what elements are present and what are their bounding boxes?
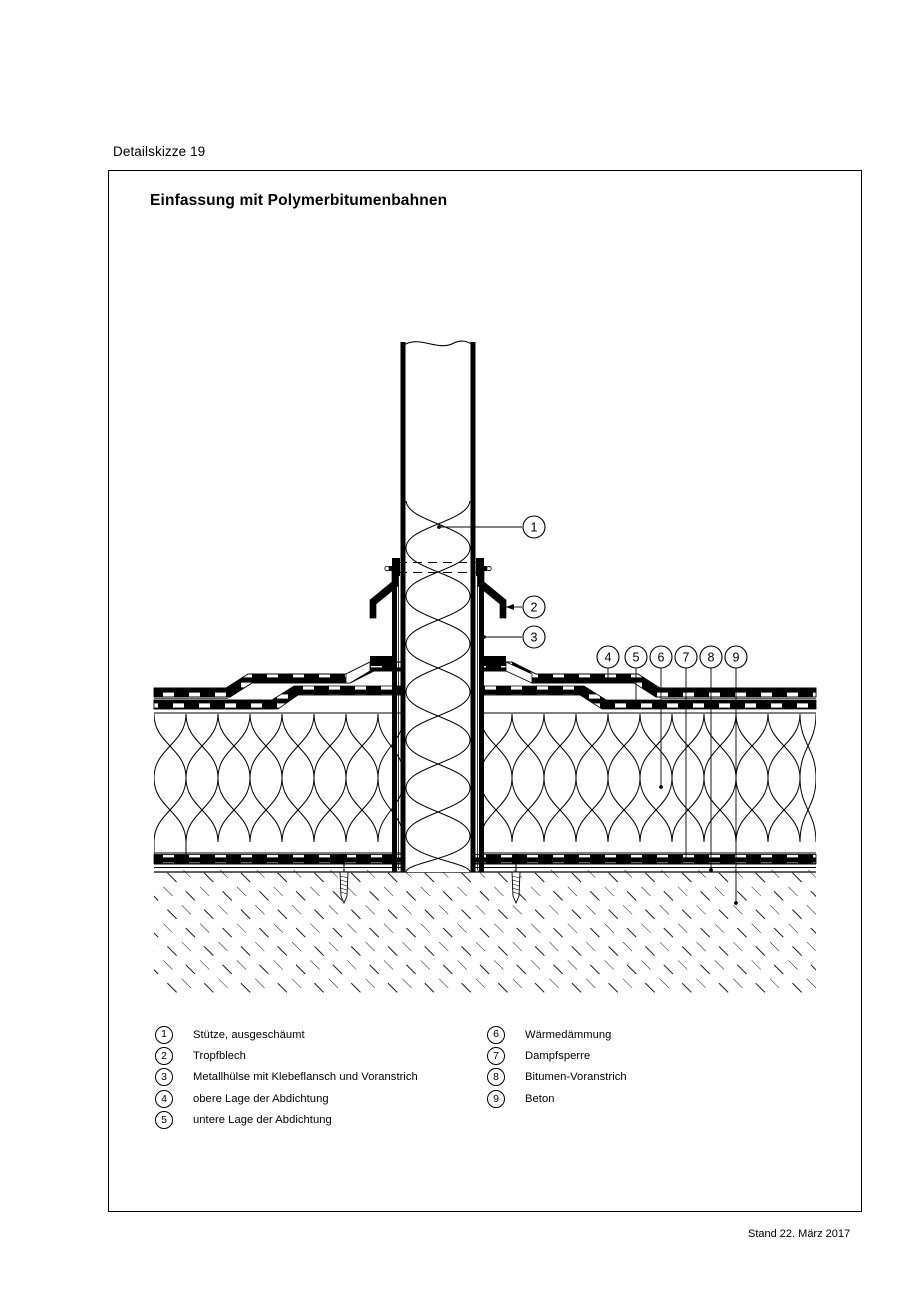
callout-4: 4 bbox=[596, 645, 620, 669]
callout-7: 7 bbox=[674, 645, 698, 669]
thermal-insulation-left bbox=[154, 713, 404, 854]
legend-item: 7 Dampfsperre bbox=[487, 1045, 627, 1066]
legend-label: Tropfblech bbox=[193, 1050, 246, 1063]
legend-number: 2 bbox=[155, 1047, 173, 1066]
legend-label: Bitumen-Voranstrich bbox=[525, 1071, 627, 1084]
bitumen-primer bbox=[154, 863, 816, 869]
drip-plate-left bbox=[369, 567, 399, 619]
thermal-insulation-right bbox=[480, 713, 816, 854]
column-foam-fill bbox=[404, 490, 472, 872]
legend-number: 5 bbox=[155, 1111, 173, 1130]
legend-item: 2 Tropfblech bbox=[155, 1045, 418, 1066]
legend-number: 3 bbox=[155, 1068, 173, 1087]
legend-label: Dampfsperre bbox=[525, 1050, 591, 1063]
svg-text:3: 3 bbox=[531, 631, 538, 645]
svg-text:4: 4 bbox=[605, 651, 612, 665]
legend-item: 6 Wärmedämmung bbox=[487, 1024, 627, 1045]
legend-label: Metallhülse mit Klebeflansch und Voranst… bbox=[193, 1071, 418, 1084]
revision-date: Stand 22. März 2017 bbox=[748, 1228, 851, 1240]
callout-1: 1 bbox=[522, 515, 546, 539]
legend-label: untere Lage der Abdichtung bbox=[193, 1114, 332, 1127]
callout-leaders bbox=[437, 525, 738, 905]
legend-column-left: 1 Stütze, ausgeschäumt 2 Tropfblech 3 Me… bbox=[155, 1024, 418, 1131]
legend-item: 4 obere Lage der Abdichtung bbox=[155, 1088, 418, 1109]
callout-9: 9 bbox=[724, 645, 748, 669]
callout-3: 3 bbox=[522, 625, 546, 649]
legend-number: 9 bbox=[487, 1089, 505, 1108]
hidden-edge-dashed bbox=[398, 562, 478, 573]
svg-text:6: 6 bbox=[658, 651, 665, 665]
legend-column-right: 6 Wärmedämmung 7 Dampfsperre 8 Bitumen-V… bbox=[487, 1024, 627, 1110]
anchor-fastener-right bbox=[511, 854, 521, 905]
legend-label: Wärmedämmung bbox=[525, 1028, 612, 1041]
legend-item: 1 Stütze, ausgeschäumt bbox=[155, 1024, 418, 1045]
callout-8: 8 bbox=[699, 645, 723, 669]
legend-number: 4 bbox=[155, 1089, 173, 1108]
legend-label: Stütze, ausgeschäumt bbox=[193, 1028, 305, 1041]
metal-sleeve bbox=[345, 558, 533, 872]
legend-item: 9 Beton bbox=[487, 1088, 627, 1109]
legend-item: 3 Metallhülse mit Klebeflansch und Voran… bbox=[155, 1067, 418, 1088]
legend-number: 6 bbox=[487, 1025, 505, 1044]
legend-number: 8 bbox=[487, 1068, 505, 1087]
svg-text:9: 9 bbox=[733, 651, 740, 665]
drip-plate-right bbox=[477, 567, 507, 619]
legend-label: obere Lage der Abdichtung bbox=[193, 1092, 329, 1105]
svg-text:1: 1 bbox=[531, 521, 538, 535]
svg-text:5: 5 bbox=[633, 651, 640, 665]
sheet-label: Detailskizze 19 bbox=[113, 144, 206, 159]
legend-item: 8 Bitumen-Voranstrich bbox=[487, 1067, 627, 1088]
legend-number: 7 bbox=[487, 1047, 505, 1066]
svg-text:8: 8 bbox=[708, 651, 715, 665]
legend-item: 5 untere Lage der Abdichtung bbox=[155, 1110, 418, 1131]
legend-label: Beton bbox=[525, 1092, 555, 1105]
callout-6: 6 bbox=[649, 645, 673, 669]
callout-bubbles: 1 2 3 4 5 bbox=[522, 515, 748, 669]
svg-text:7: 7 bbox=[683, 651, 690, 665]
detail-title: Einfassung mit Polymerbitumenbahnen bbox=[150, 192, 448, 209]
column-assembly bbox=[345, 340, 533, 872]
concrete-slab bbox=[154, 870, 816, 994]
anchor-fastener-left bbox=[339, 854, 349, 905]
vapour-barrier bbox=[153, 854, 817, 864]
callout-5: 5 bbox=[624, 645, 648, 669]
svg-text:2: 2 bbox=[531, 601, 538, 615]
technical-detail-drawing: 1 2 3 4 5 bbox=[153, 340, 817, 994]
legend-number: 1 bbox=[155, 1025, 173, 1044]
callout-2: 2 bbox=[522, 595, 546, 619]
